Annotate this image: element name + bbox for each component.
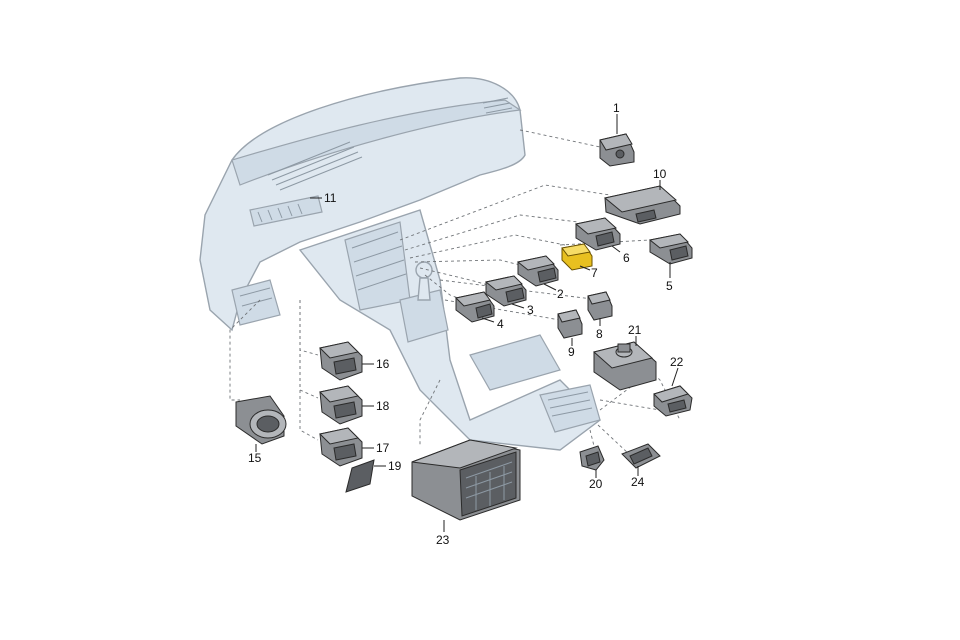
- part-6[interactable]: [574, 217, 621, 251]
- callout-20: 20: [589, 477, 603, 491]
- part-22[interactable]: [653, 385, 693, 417]
- callout-3: 3: [527, 303, 534, 317]
- callout-22: 22: [670, 355, 684, 369]
- part-21[interactable]: [592, 341, 657, 391]
- callout-24: 24: [631, 475, 645, 489]
- callout-7: 7: [591, 266, 598, 280]
- callout-21: 21: [628, 323, 642, 337]
- callout-6: 6: [623, 251, 630, 265]
- part-15[interactable]: [235, 395, 287, 445]
- part-4[interactable]: [454, 291, 495, 323]
- leader-lines: [255, 114, 679, 532]
- callout-9: 9: [568, 345, 575, 359]
- part-23[interactable]: [411, 439, 521, 521]
- part-2[interactable]: [516, 255, 559, 287]
- callout-11: 11: [324, 191, 337, 205]
- part-20[interactable]: [579, 445, 605, 471]
- callout-19: 19: [388, 459, 402, 473]
- callout-8: 8: [596, 327, 603, 341]
- part-9[interactable]: [557, 309, 583, 339]
- part-5[interactable]: [648, 233, 693, 265]
- callout-5: 5: [666, 279, 673, 293]
- callout-1: 1: [613, 101, 620, 115]
- callout-16: 16: [376, 357, 390, 371]
- part-10[interactable]: [603, 185, 681, 225]
- reference-lines: [229, 129, 681, 456]
- callout-15: 15: [248, 451, 262, 465]
- callout-2: 2: [557, 287, 564, 301]
- part-8[interactable]: [587, 291, 613, 321]
- part-24[interactable]: [621, 443, 661, 469]
- callout-labels: 1 10 6 7 5 2 3 4 8 9 21 22 11 16 18 17 1…: [248, 101, 684, 547]
- part-17[interactable]: [318, 427, 363, 467]
- dashboard-assembly: [199, 77, 602, 451]
- part-7-highlighted[interactable]: [561, 243, 593, 271]
- callout-23: 23: [436, 533, 450, 547]
- part-1[interactable]: [599, 133, 635, 167]
- part-3[interactable]: [484, 275, 527, 307]
- part-19[interactable]: [345, 459, 375, 493]
- part-18[interactable]: [318, 385, 363, 425]
- callout-4: 4: [497, 317, 504, 331]
- callout-17: 17: [376, 441, 390, 455]
- part-16[interactable]: [318, 341, 363, 381]
- callout-10: 10: [653, 167, 667, 181]
- callout-18: 18: [376, 399, 390, 413]
